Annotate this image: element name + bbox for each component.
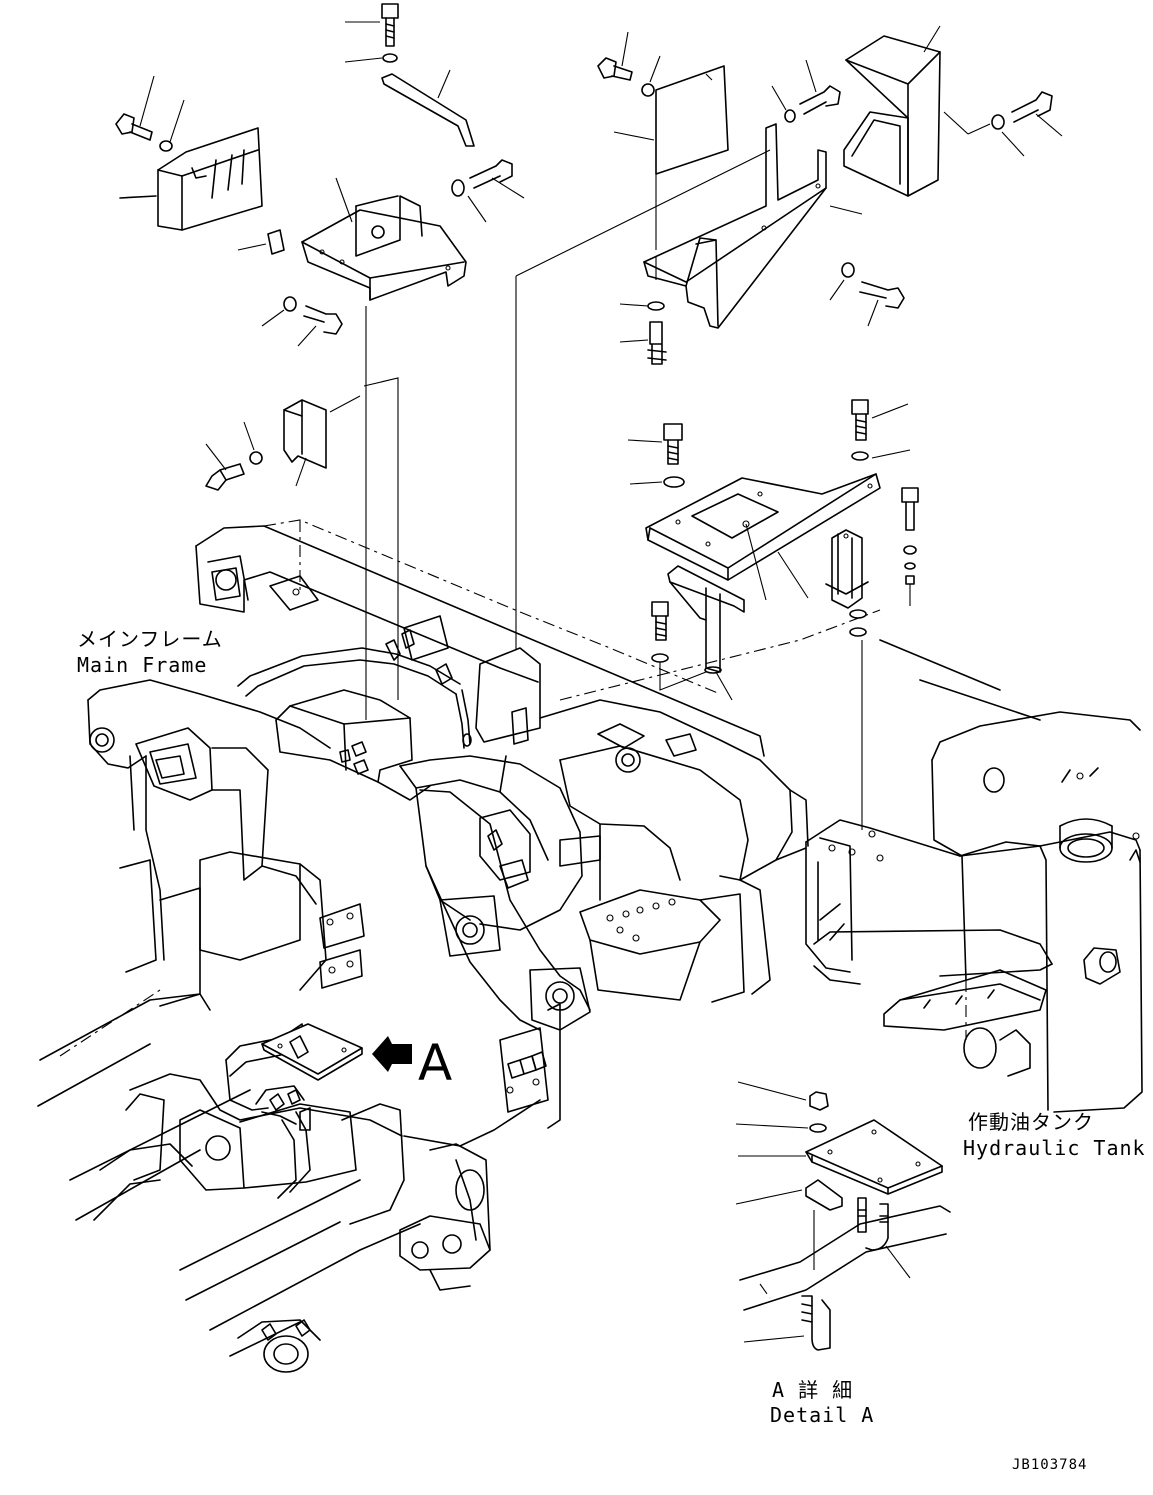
main-frame-label-jp: メインフレーム	[77, 627, 223, 651]
main-frame-label-en: Main Frame	[77, 653, 208, 677]
drawing-code: JB103784	[1012, 1457, 1088, 1473]
tank-support-frame	[805, 819, 1053, 1031]
detail-a-label-en: Detail A	[770, 1403, 875, 1427]
right-frame-rails	[559, 609, 1041, 995]
clip-left	[237, 229, 285, 255]
battery-tray-bracket	[643, 123, 863, 329]
hydraulic-tank-label-jp: 作動油タンク	[968, 1110, 1094, 1134]
detail-a-view	[735, 1081, 951, 1351]
bolt-top-right-b	[771, 59, 841, 123]
view-arrow-icon	[372, 1036, 412, 1072]
step-support	[825, 487, 919, 830]
hydraulic-tank-label-en: Hydraulic Tank	[963, 1136, 1146, 1160]
bolt-far-right	[991, 91, 1063, 157]
duct-cover	[843, 25, 991, 197]
step-plate	[645, 473, 881, 601]
detail-a-label-jp: A 詳 細	[772, 1378, 854, 1402]
hydraulic-tank	[931, 711, 1143, 1113]
assembly-lines-center	[363, 149, 771, 720]
view-arrow-letter: A	[418, 1034, 453, 1092]
small-bracket-mid	[205, 395, 361, 491]
bolt-step-left	[627, 423, 685, 488]
center-mount-bracket	[301, 177, 467, 301]
bolt-top-left	[115, 75, 185, 152]
bolt-step-right	[851, 399, 911, 461]
bolt-step-lower	[651, 601, 707, 691]
bolt-top-right-a	[597, 31, 661, 97]
bolt-top-center	[344, 3, 399, 63]
bolt-tray-right	[829, 262, 905, 327]
bolt-center-right	[451, 159, 525, 223]
cover-plate-on-frame	[261, 1023, 363, 1081]
step-stay	[667, 565, 745, 701]
bolt-center-lower	[261, 296, 343, 347]
top-right-plate	[613, 65, 729, 250]
bolt-tray-left	[619, 301, 667, 365]
left-side-cover	[119, 127, 263, 231]
top-stay-plate	[381, 69, 475, 147]
